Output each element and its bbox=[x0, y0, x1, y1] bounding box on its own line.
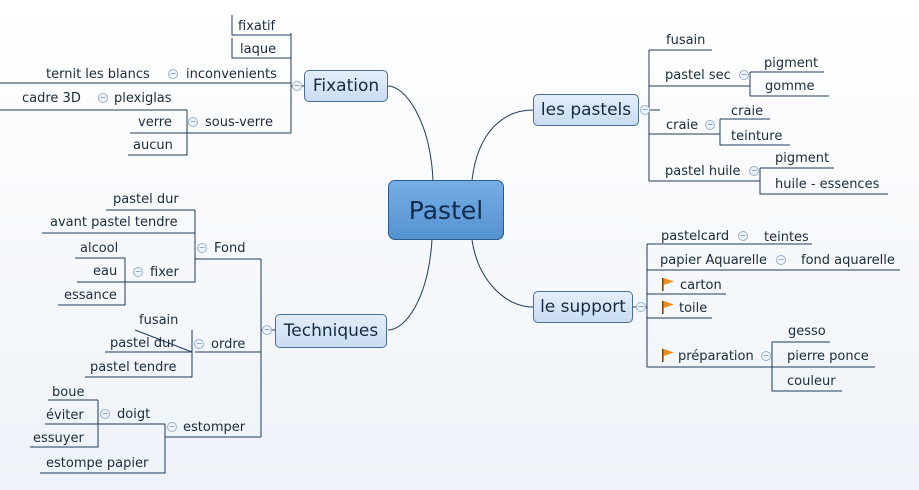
collapse-icon[interactable]: − bbox=[636, 302, 646, 312]
topic-les-pastels[interactable]: les pastels bbox=[533, 94, 639, 126]
node-pastelcard[interactable]: pastelcard bbox=[661, 229, 730, 244]
collapse-icon[interactable]: − bbox=[739, 70, 749, 80]
node-estomper[interactable]: estomper bbox=[183, 420, 246, 435]
node-fond[interactable]: Fond bbox=[214, 241, 246, 256]
collapse-icon[interactable]: − bbox=[761, 351, 771, 361]
node-laque[interactable]: laque bbox=[240, 42, 277, 57]
collapse-icon[interactable]: − bbox=[705, 120, 715, 130]
node-fixer[interactable]: fixer bbox=[150, 265, 179, 280]
collapse-icon[interactable]: − bbox=[262, 325, 272, 335]
node-eviter[interactable]: éviter bbox=[46, 408, 84, 423]
node-craie-child[interactable]: craie bbox=[731, 104, 764, 119]
collapse-icon[interactable]: − bbox=[776, 255, 786, 265]
collapse-icon[interactable]: − bbox=[738, 231, 748, 241]
collapse-icon[interactable]: − bbox=[133, 267, 143, 277]
node-sous-verre[interactable]: sous-verre bbox=[205, 115, 273, 130]
collapse-icon[interactable]: − bbox=[167, 422, 177, 432]
node-doigt[interactable]: doigt bbox=[117, 407, 151, 422]
collapse-icon[interactable]: − bbox=[749, 166, 759, 176]
node-teintes[interactable]: teintes bbox=[764, 230, 809, 245]
node-avant-pastel-tendre[interactable]: avant pastel tendre bbox=[50, 215, 178, 230]
collapse-icon[interactable]: − bbox=[98, 93, 108, 103]
node-estompe-papier[interactable]: estompe papier bbox=[46, 456, 149, 471]
node-gesso[interactable]: gesso bbox=[788, 324, 826, 339]
flag-icon bbox=[662, 349, 674, 362]
node-pierre-ponce[interactable]: pierre ponce bbox=[787, 349, 869, 364]
flag-icon bbox=[662, 278, 674, 291]
node-inconvenients[interactable]: inconvenients bbox=[186, 67, 277, 82]
topic-fixation[interactable]: Fixation bbox=[304, 70, 388, 102]
node-fond-aquarelle[interactable]: fond aquarelle bbox=[801, 253, 895, 268]
node-carton[interactable]: carton bbox=[680, 278, 722, 293]
collapse-icon[interactable]: − bbox=[194, 339, 204, 349]
node-couleur[interactable]: couleur bbox=[787, 374, 836, 389]
node-pastel-tendre[interactable]: pastel tendre bbox=[90, 360, 177, 375]
node-aucun[interactable]: aucun bbox=[133, 138, 173, 153]
node-gomme[interactable]: gomme bbox=[765, 79, 815, 94]
node-pastel-huile[interactable]: pastel huile bbox=[665, 164, 741, 179]
node-boue[interactable]: boue bbox=[52, 385, 85, 400]
node-essuyer[interactable]: essuyer bbox=[33, 431, 84, 446]
node-fond-pastel-dur[interactable]: pastel dur bbox=[113, 192, 179, 207]
node-teinture[interactable]: teinture bbox=[731, 129, 783, 144]
topic-le-support[interactable]: le support bbox=[533, 291, 633, 323]
node-pastels-fusain[interactable]: fusain bbox=[666, 33, 706, 48]
collapse-icon[interactable]: − bbox=[640, 105, 650, 115]
node-papier-aquarelle[interactable]: papier Aquarelle bbox=[660, 253, 767, 268]
node-alcool[interactable]: alcool bbox=[80, 241, 119, 256]
collapse-icon[interactable]: − bbox=[292, 81, 302, 91]
node-fixatif[interactable]: fixatif bbox=[238, 19, 276, 34]
collapse-icon[interactable]: − bbox=[100, 409, 110, 419]
node-ordre-pastel-dur[interactable]: pastel dur bbox=[110, 336, 176, 351]
collapse-icon[interactable]: − bbox=[188, 117, 198, 127]
flag-icon bbox=[662, 301, 674, 314]
node-plexiglas[interactable]: plexiglas bbox=[114, 91, 172, 106]
collapse-icon[interactable]: − bbox=[197, 243, 207, 253]
node-essance[interactable]: essance bbox=[64, 288, 117, 303]
node-huile-pigment[interactable]: pigment bbox=[775, 151, 830, 166]
node-ternit-les-blancs[interactable]: ternit les blancs bbox=[46, 67, 150, 82]
node-ordre-fusain[interactable]: fusain bbox=[139, 313, 179, 328]
node-toile[interactable]: toile bbox=[679, 301, 708, 316]
node-sec-pigment[interactable]: pigment bbox=[764, 56, 819, 71]
node-verre[interactable]: verre bbox=[138, 115, 172, 130]
root-node[interactable]: Pastel bbox=[388, 180, 504, 240]
node-huile-essences[interactable]: huile - essences bbox=[775, 177, 880, 192]
node-preparation[interactable]: préparation bbox=[678, 349, 754, 364]
collapse-icon[interactable]: − bbox=[168, 69, 178, 79]
node-ordre[interactable]: ordre bbox=[211, 337, 246, 352]
node-cadre-3d[interactable]: cadre 3D bbox=[22, 91, 81, 106]
node-pastel-sec[interactable]: pastel sec bbox=[665, 68, 731, 83]
topic-techniques[interactable]: Techniques bbox=[275, 314, 387, 348]
node-craie[interactable]: craie bbox=[666, 118, 699, 133]
node-eau[interactable]: eau bbox=[93, 264, 118, 279]
